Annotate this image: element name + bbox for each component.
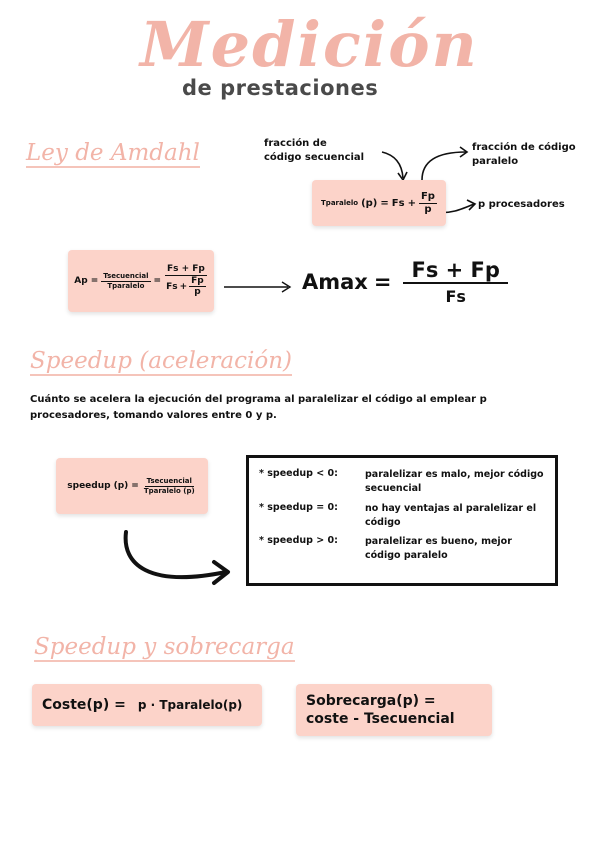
tparalelo-arg: (p) <box>361 197 378 209</box>
speedup-fraction: Tsecuencial Tparalelo (p) <box>142 477 197 494</box>
rule-condition: * speedup = 0: <box>259 501 338 513</box>
tsec-over-tpar: Tsecuencial Tparalelo <box>101 272 151 290</box>
amax-equals: = <box>373 270 392 295</box>
annotation-processors: p procesadores <box>478 199 565 210</box>
curved-arrow-icon <box>123 530 230 585</box>
fp-term: Fp <box>418 191 437 204</box>
amax-fraction: Fs + Fp Fs <box>403 258 508 307</box>
cost-formula-box: Coste(p) = p · Tparalelo(p) <box>32 684 262 726</box>
speedup-equals: = <box>131 481 139 491</box>
amax-formula: Amax = Fs + Fp Fs <box>302 258 508 307</box>
fs-term: Fs <box>391 197 405 209</box>
fp-over-p-den: Fp p <box>189 276 206 298</box>
annotation-sequential: fracción de código secuencial <box>264 138 365 163</box>
tparalelo-label: Tparalelo <box>321 199 359 207</box>
fp-over-p: Fp p <box>418 191 437 215</box>
annotation-parallel: fracción de código paralelo <box>472 142 576 167</box>
rule-row: * speedup > 0: paralelizar es bueno, mej… <box>259 535 545 564</box>
ap-equals-2: = <box>153 276 162 286</box>
fs-fp-fraction: Fs + Fp Fs + Fp p <box>164 264 208 297</box>
fs-plus-fp-over-p: Fs + Fp p <box>164 276 208 298</box>
arrow-right-icon <box>224 281 292 293</box>
overhead-value: coste - Tsecuencial <box>306 711 455 728</box>
rule-row: * speedup = 0: no hay ventajas al parale… <box>259 502 545 531</box>
speedup-numerator: Tsecuencial <box>144 477 194 487</box>
rule-text: no hay ventajas al paralelizar el código <box>365 502 537 528</box>
tparalelo-formula-box: Tparalelo (p) = Fs + Fp p <box>312 180 446 226</box>
speedup-formula-box: speedup (p) = Tsecuencial Tparalelo (p) <box>56 458 208 514</box>
fs-plus-fp: Fs + Fp <box>164 264 207 276</box>
rule-condition: * speedup < 0: <box>259 468 338 479</box>
speedup-description: Cuánto se acelera la ejecución del progr… <box>30 394 487 421</box>
ap-label: Ap <box>74 276 88 286</box>
ap-equals: = <box>90 276 99 286</box>
plus-sign: + <box>407 197 416 209</box>
page-title: Medición <box>140 8 479 81</box>
ap-formula-box: Ap = Tsecuencial Tparalelo = Fs + Fp Fs … <box>68 250 214 312</box>
amax-numerator: Fs + Fp <box>403 258 508 285</box>
speedup-heading: Speedup (aceleración) <box>30 348 292 377</box>
amdahl-heading: Ley de Amdahl <box>26 140 200 169</box>
overhead-formula-box: Sobrecarga(p) = coste - Tsecuencial <box>296 684 492 736</box>
tsecuencial-term: Tsecuencial <box>101 272 151 282</box>
fs-den: Fs <box>166 281 178 292</box>
p-den: p <box>194 287 201 298</box>
p-term: p <box>424 203 432 215</box>
fp-den: Fp <box>189 275 206 288</box>
speedup-label: speedup <box>67 481 111 491</box>
cost-label: Coste(p) = <box>42 697 126 713</box>
amax-label: Amax <box>302 270 368 295</box>
tparalelo-term: Tparalelo <box>107 281 145 290</box>
amax-denominator: Fs <box>445 287 466 307</box>
page-subtitle: de prestaciones <box>182 76 379 100</box>
cost-value: p · Tparalelo(p) <box>137 698 243 712</box>
overhead-heading: Speedup y sobrecarga <box>34 634 295 663</box>
overhead-label: Sobrecarga(p) = <box>306 693 436 709</box>
speedup-arg: (p) <box>113 481 129 491</box>
rule-condition: * speedup > 0: <box>259 535 338 546</box>
rule-row: * speedup < 0: paralelizar es malo, mejo… <box>259 468 545 497</box>
plus-den: + <box>179 281 188 292</box>
equals-sign: = <box>380 197 389 209</box>
rule-text: paralelizar es bueno, mejor código paral… <box>365 536 512 562</box>
speedup-rules-box: * speedup < 0: paralelizar es malo, mejo… <box>246 455 558 586</box>
speedup-denominator: Tparalelo (p) <box>143 486 195 495</box>
rule-text: paralelizar es malo, mejor código secuen… <box>365 469 544 495</box>
